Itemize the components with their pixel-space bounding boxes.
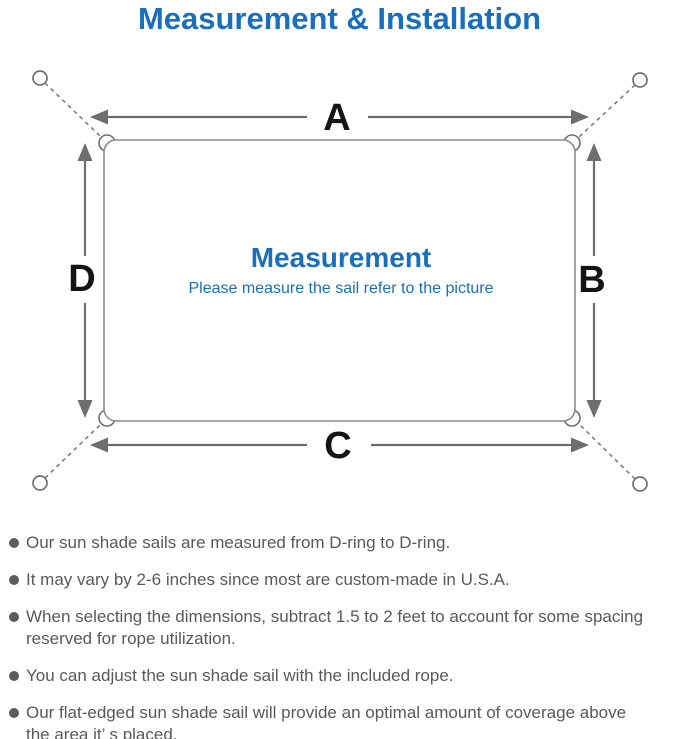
anchor-point-bottom-right-icon: [632, 476, 648, 492]
note-text: Our sun shade sails are measured from D-…: [26, 533, 451, 552]
list-item: It may vary by 2-6 inches since most are…: [9, 569, 674, 591]
diagram-heading: Measurement: [251, 242, 432, 273]
list-item: You can adjust the sun shade sail with t…: [9, 665, 674, 687]
dim-arrow-b: B: [578, 143, 606, 418]
list-item: Our flat-edged sun shade sail will provi…: [9, 702, 674, 739]
sail-outline: [103, 139, 576, 422]
measurement-diagram: A C D B Measurement Please meas: [32, 70, 648, 492]
anchor-point-top-right-icon: [632, 72, 648, 88]
note-text: It may vary by 2-6 inches since most are…: [26, 570, 510, 589]
bullet-icon: [9, 575, 19, 585]
dim-arrow-c: C: [90, 425, 589, 467]
dim-label-b: B: [578, 259, 605, 301]
note-text: You can adjust the sun shade sail with t…: [26, 666, 454, 685]
arrowhead-down-icon: [77, 400, 93, 418]
dim-label-c: C: [324, 425, 351, 467]
diagram-subheading: Please measure the sail refer to the pic…: [188, 280, 493, 297]
arrowhead-up-icon: [586, 143, 602, 161]
note-text: Our flat-edged sun shade sail will provi…: [26, 703, 627, 739]
bullet-icon: [9, 538, 19, 548]
rope-dashed-line-bottom-left: [44, 423, 102, 479]
notes-list: Our sun shade sails are measured from D-…: [9, 532, 674, 739]
note-text: When selecting the dimensions, subtract …: [26, 607, 644, 648]
arrowhead-up-icon: [77, 143, 93, 161]
arrowhead-right-icon: [571, 109, 589, 125]
bullet-icon: [9, 671, 19, 681]
dim-arrow-d: D: [68, 143, 96, 418]
anchor-point-top-left-icon: [32, 70, 48, 86]
list-item: When selecting the dimensions, subtract …: [9, 606, 674, 650]
arrowhead-left-icon: [90, 437, 108, 453]
arrowhead-right-icon: [571, 437, 589, 453]
arrowhead-down-icon: [586, 400, 602, 418]
list-item: Our sun shade sails are measured from D-…: [9, 532, 674, 554]
bullet-icon: [9, 612, 19, 622]
rope-dashed-line-bottom-right: [578, 423, 636, 480]
rope-dashed-line-top-left: [44, 82, 102, 138]
dim-arrow-a: A: [90, 97, 589, 139]
page-title: Measurement & Installation: [137, 1, 542, 36]
dim-label-a: A: [323, 97, 350, 139]
bullet-icon: [9, 708, 19, 718]
rope-dashed-line-top-right: [578, 84, 636, 138]
dim-label-d: D: [68, 258, 95, 300]
anchor-point-bottom-left-icon: [32, 475, 48, 491]
arrowhead-left-icon: [90, 109, 108, 125]
